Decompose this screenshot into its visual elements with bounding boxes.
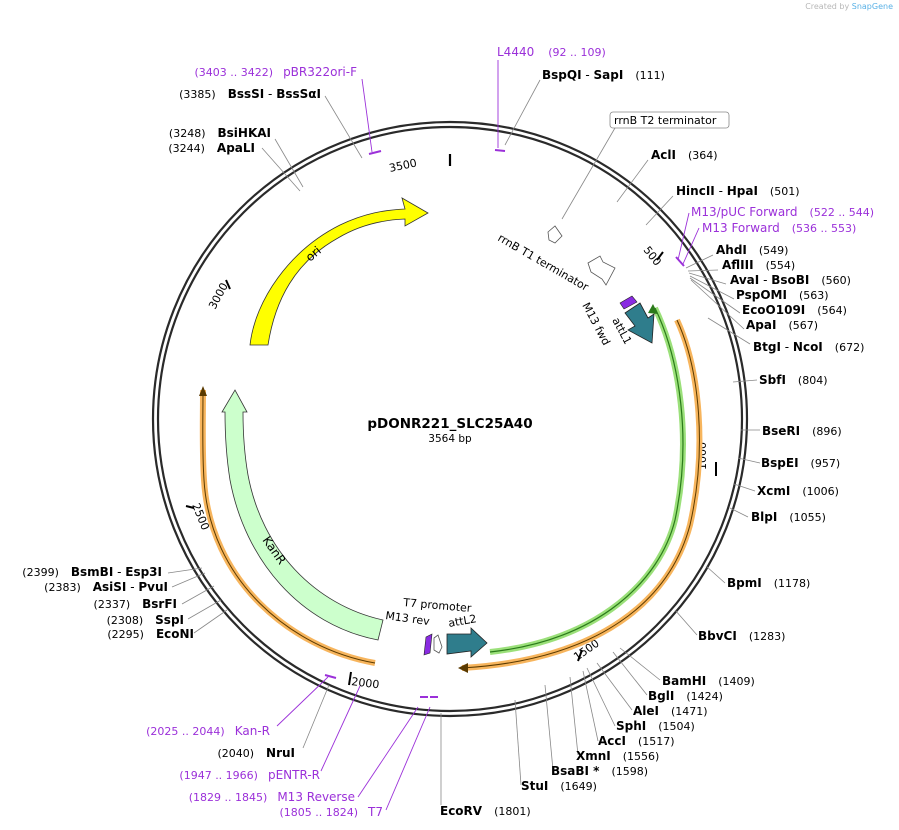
m13-rev-label: M13 rev [385,609,431,628]
rrnb-t2-arrow [547,225,563,244]
orf-right-band [461,318,703,671]
enzyme-bsihkai: (3248)BsiHKAI [169,126,271,140]
tick-3500: 3500 [388,156,418,175]
primer-m13puc: M13/pUC Forward(522 .. 544) [691,205,874,219]
enzyme-aflii: AflIII(554) [722,258,795,272]
enzyme-stui: StuI(1649) [521,779,597,793]
enzyme-bsrfi: (2337)BsrFI [94,597,177,611]
enzyme-apai: ApaI(567) [746,318,818,332]
created-by-text: Created by [805,2,850,11]
plasmid-name: pDONR221_SLC25A40 [367,416,532,432]
backbone-outer [151,120,749,718]
primer-mark-pbr322 [368,150,382,155]
primer-pentr: (1947 .. 1966)pENTR-R [179,768,320,782]
orf-right-line [461,319,700,669]
enzyme-bsmbi: (2399)BsmBI - Esp3I [22,565,162,579]
enzyme-blpi: BlpI(1055) [751,510,826,524]
rrnb-t2-leader [561,127,616,220]
enzyme-leaders [167,79,761,805]
enzyme-pspomi: PspOMI(563) [736,288,829,302]
tick-mark-1500 [577,649,583,662]
attl1-feature: attL1 [609,302,655,347]
primer-mark-kanr [324,674,337,679]
t7-promoter-arrow [433,634,443,654]
tick-mark-2000 [348,671,352,686]
kanr-feature: KanR [221,389,384,641]
tick-3000: 3000 [206,281,231,312]
plasmid-size: 3564 bp [428,433,472,445]
enzyme-ecorv: EcoRV(1801) [440,804,531,818]
ori-feature: ori [249,197,429,346]
enzyme-ahdi: AhdI(549) [716,243,788,257]
enzyme-hincii: HincII - HpaI(501) [676,184,800,198]
orf-green-band [489,306,686,655]
enzyme-sbfi: SbfI(804) [759,373,828,387]
attl2-label: attL2 [447,612,477,630]
snapgene-credit: Created by SnapGene [805,2,893,11]
enzyme-acci: AccI(1517) [598,734,675,748]
enzyme-bbvci: BbvCI(1283) [698,629,785,643]
primer-markers [324,149,685,698]
enzyme-bsabi: BsaBI *(1598) [551,764,648,778]
enzyme-bamhi: BamHI(1409) [662,674,755,688]
enzyme-sphi: SphI(1504) [616,719,695,733]
enzyme-bspqi: BspQI - SapI(111) [542,68,665,82]
snapgene-logo-text: SnapGene [851,2,893,11]
tick-mark-2500 [185,505,195,509]
rrnb-t2-label: rrnB T2 terminator [614,114,717,127]
enzyme-btgi: BtgI - NcoI(672) [753,340,864,354]
enzyme-asisi: (2383)AsiSI - PvuI [44,580,168,594]
enzyme-sspi: (2308)SspI [107,613,184,627]
enzyme-econi: (2295)EcoNI [107,627,194,641]
enzyme-bpmi: BpmI(1178) [727,576,810,590]
enzyme-avai: AvaI - BsoBI(560) [730,273,851,287]
enzyme-acli: AclI(364) [651,148,718,162]
ori-arrow [249,197,429,346]
primer-mark-m13puc [675,256,685,267]
primer-pbr322: (3403 .. 3422)pBR322ori-F [195,65,358,79]
enzyme-labels: BspQI - SapI(111) AclI(364) HincII - Hpa… [440,68,864,818]
m13-fwd-label: M13 fwd [579,300,612,347]
orf-green-arrowhead [648,304,658,314]
attl2-arrow [446,627,488,658]
backbone-inner [156,125,744,713]
attl2-feature: attL2 [446,612,488,658]
primer-l4440: L4440(92 .. 109) [497,45,606,59]
rrnb-t1-label: rrnB T1 terminator [496,231,592,294]
enzyme-bgli: BglI(1424) [648,689,723,703]
primer-m13fwd: M13 Forward(536 .. 553) [702,221,856,235]
enzyme-nrui: (2040)NruI [217,746,295,760]
enzyme-xmni: XmnI(1556) [576,749,659,763]
enzyme-bsssi: (3385)BssSI - BssSαI [179,87,321,101]
orf-green-line [489,307,684,653]
primer-t7: (1805 .. 1824)T7 [279,805,383,819]
primer-labels: L4440(92 .. 109) M13/pUC Forward(522 .. … [146,45,874,819]
orf-left-arrowhead [199,386,207,396]
enzyme-bspei: BspEI(957) [761,456,840,470]
m13-fwd-arrow [619,295,638,310]
primer-mark-l4440 [494,149,506,152]
kanr-arrow [221,389,384,641]
orf-left-line [202,389,376,664]
m13-rev-arrow [423,633,433,656]
enzyme-alei: AleI(1471) [633,704,708,718]
rrnb-t2-box [609,111,730,129]
tick-mark-500 [656,251,664,261]
t7-promoter-label: T7 promoter [402,596,473,615]
primer-kanr: (2025 .. 2044)Kan-R [146,724,270,738]
tick-mark-3000 [225,279,231,290]
primer-leaders [276,60,700,811]
orf-right-arrowhead [458,663,468,673]
enzyme-xcmi: XcmI(1006) [757,484,839,498]
enzyme-labels-left: (2040)NruI (2295)EcoNI (2308)SspI (2337)… [22,87,321,760]
tick-2000: 2000 [351,675,380,691]
primer-m13rev: (1829 .. 1845)M13 Reverse [189,790,355,804]
attl1-arrow [624,302,655,344]
enzyme-bseri: BseRI(896) [762,424,842,438]
enzyme-apali: (3244)ApaLI [168,141,255,155]
rrnb-t1-arrow [587,255,616,286]
enzyme-eco0109i: EcoO109I(564) [742,303,847,317]
